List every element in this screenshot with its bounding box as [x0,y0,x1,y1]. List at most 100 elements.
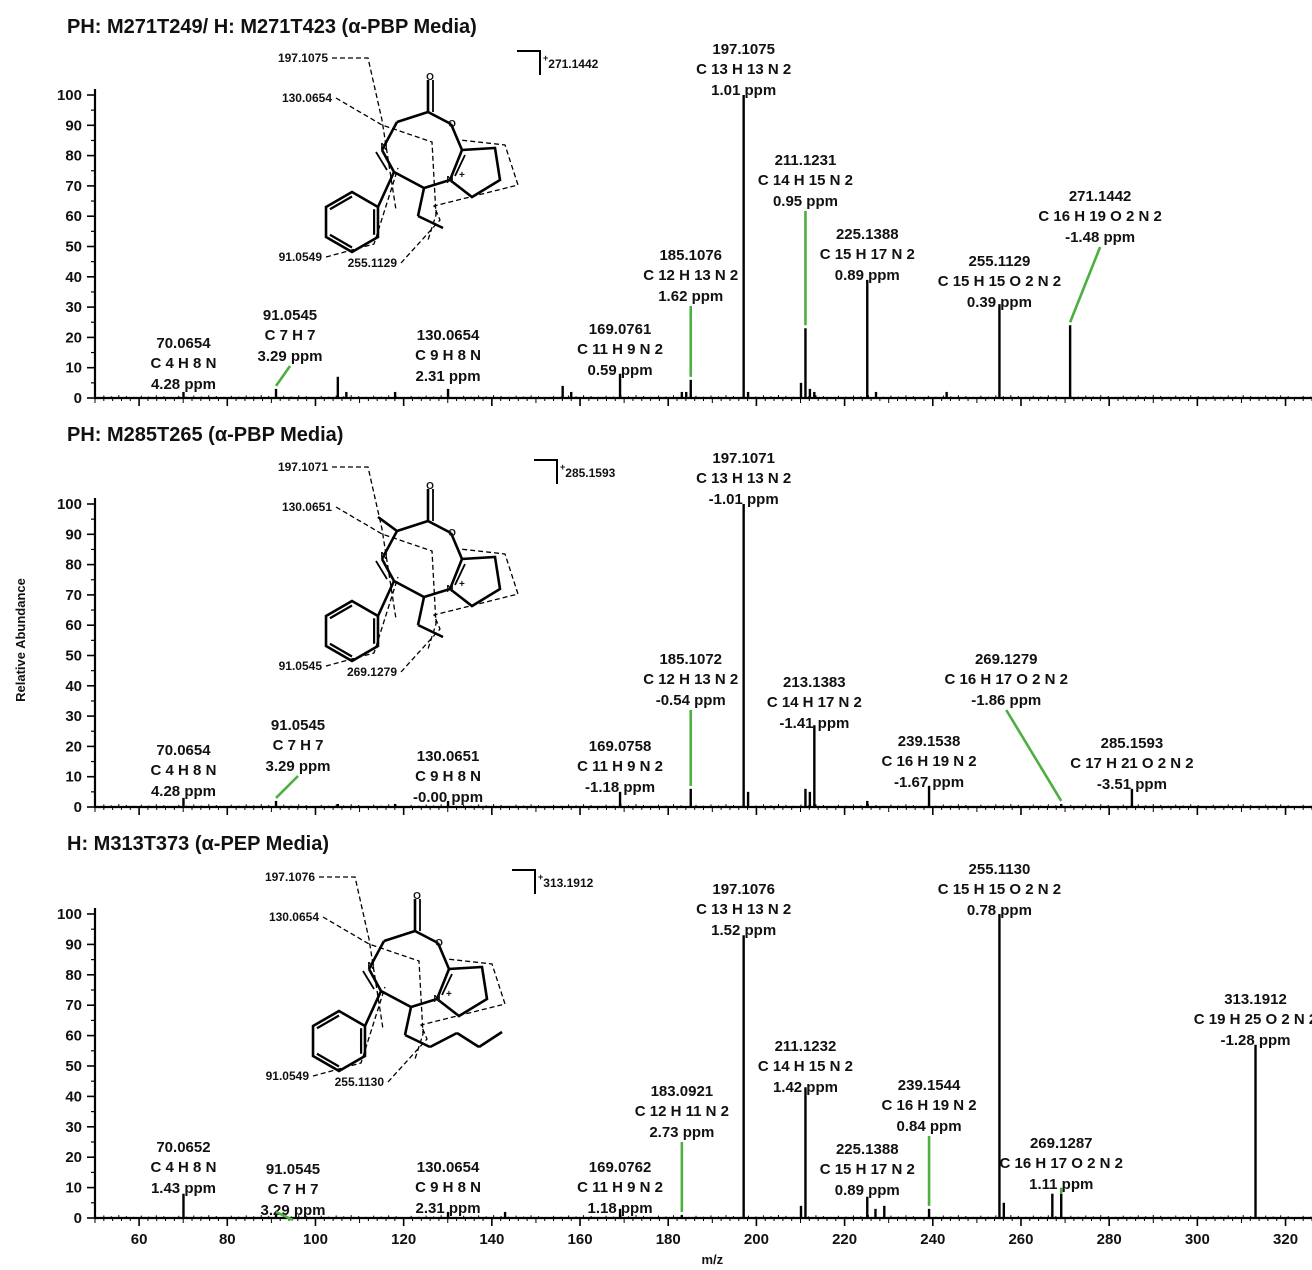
peak-formula-label: C 14 H 15 N 2 [758,172,853,189]
bond [376,580,396,617]
panel-title: PH: M285T265 (α-PBP Media) [67,424,343,446]
x-tick-label: 200 [744,1231,769,1248]
y-tick-label: 100 [57,87,82,104]
peak-mz-label: 239.1538 [898,733,961,750]
peak-mz-label: 169.0761 [589,321,652,338]
y-tick-label: 70 [65,178,82,195]
bond [410,997,438,1009]
y-axis-label: Relative Abundance [13,578,28,702]
peak-ppm-label: 0.89 ppm [835,267,900,284]
peak-formula-label: C 15 H 17 N 2 [820,246,915,263]
peak-ppm-label: -1.18 ppm [585,779,655,796]
x-axis-label: m/z [701,1252,723,1265]
benzene-ring [324,190,380,254]
panel-title: PH: M271T249/ H: M271T423 (α-PBP Media) [67,16,477,38]
y-tick-label: 60 [65,208,82,225]
bond [329,195,353,211]
atom-charge: + [459,170,465,181]
peak-ppm-label: 3.29 ppm [261,1202,326,1219]
bond [423,587,451,599]
y-tick-label: 60 [65,617,82,634]
y-tick-label: 80 [65,967,82,984]
x-tick-label: 140 [479,1231,504,1248]
peak-mz-label: 169.0762 [589,1159,652,1176]
x-tick-label: 80 [219,1231,236,1248]
peak-ppm-label: 1.11 ppm [1029,1176,1093,1193]
fragment-label: 91.0545 [279,659,323,673]
peak-ppm-label: 0.39 ppm [967,294,1032,311]
peak-formula-label: C 19 H 25 O 2 N 2 [1194,1011,1312,1028]
peak-mz-label: 91.0545 [266,1161,320,1178]
atom-o-carbonyl: O [426,72,434,83]
bond [316,1052,340,1068]
bond [436,942,451,970]
atom-n-imine: N [367,961,374,972]
peak-mz-label: 130.0651 [417,748,480,765]
y-tick-label: 10 [65,360,82,377]
fragment-cut-line [400,139,519,264]
bond [416,596,426,626]
x-tick-label: 300 [1185,1231,1210,1248]
peak-mz-label: 70.0654 [156,335,211,352]
peak-mz-label: 255.1130 [969,861,1031,878]
bond [396,110,429,124]
y-tick-label: 30 [65,708,82,725]
precursor-bracket [517,50,541,75]
peak-ppm-label: 1.01 ppm [711,82,776,99]
peak-mz-label: 185.1076 [659,247,722,264]
peak-ppm-label: -1.01 ppm [709,491,779,508]
peak-mz-label: 197.1075 [712,41,775,58]
bond [393,579,425,599]
bond [423,178,451,190]
bond [380,989,412,1009]
peak-mz-label: 269.1287 [1030,1135,1093,1152]
bond [329,642,353,658]
peak-ppm-label: 4.28 ppm [151,783,216,800]
peak-mz-label: 225.1388 [836,226,899,243]
bond [380,121,399,151]
atom-n-imine: N [380,142,387,153]
peak-formula-label: C 16 H 17 O 2 N 2 [945,671,1068,688]
bond [375,151,388,171]
peak-mz-label: 225.1388 [836,1141,899,1158]
atom-o-carbonyl: O [426,481,434,492]
bond [441,973,453,996]
peak-ppm-label: -1.86 ppm [971,692,1041,709]
peak-ppm-label: 3.29 ppm [266,758,331,775]
fragment-cut-line [335,97,437,241]
peak-formula-label: C 11 H 9 N 2 [577,341,663,358]
fragment-label: 197.1071 [278,460,328,474]
peak-formula-label: C 12 H 13 N 2 [643,671,738,688]
spectrum-panel-1: PH: M271T249/ H: M271T423 (α-PBP Media) 0… [57,16,1312,407]
y-tick-label: 10 [65,769,82,786]
y-tick-label: 100 [57,906,82,923]
peak-ppm-label: -1.67 ppm [894,774,964,791]
leader-line [1005,709,1063,802]
x-tick-label: 280 [1097,1231,1122,1248]
y-tick-label: 40 [65,1088,82,1105]
peak-ppm-label: -0.54 ppm [656,692,726,709]
peak-ppm-label: 3.29 ppm [258,348,323,365]
bond [376,171,396,208]
fragment-cut-line [322,916,424,1060]
fragment-cut-line [400,548,519,673]
leader-line [1068,246,1102,323]
y-tick-label: 90 [65,526,82,543]
fragment-label: 255.1130 [335,1075,385,1089]
peak-formula-label: C 4 H 8 N [151,1159,217,1176]
y-tick-label: 20 [65,329,82,346]
peak-ppm-label: 4.28 ppm [151,376,216,393]
benzene-ring [311,1009,367,1073]
peak-mz-label: 211.1231 [775,152,837,169]
peak-formula-label: C 16 H 19 O 2 N 2 [1038,208,1161,225]
bond [380,530,399,560]
benzene-ring [324,599,380,663]
atom-n-plus: N [446,584,453,595]
bond [416,187,426,217]
peak-ppm-label: 0.59 ppm [588,362,653,379]
bond [329,604,353,620]
bond [427,519,452,535]
precursor-bracket [512,869,536,894]
peak-ppm-label: 1.43 ppm [151,1180,216,1197]
